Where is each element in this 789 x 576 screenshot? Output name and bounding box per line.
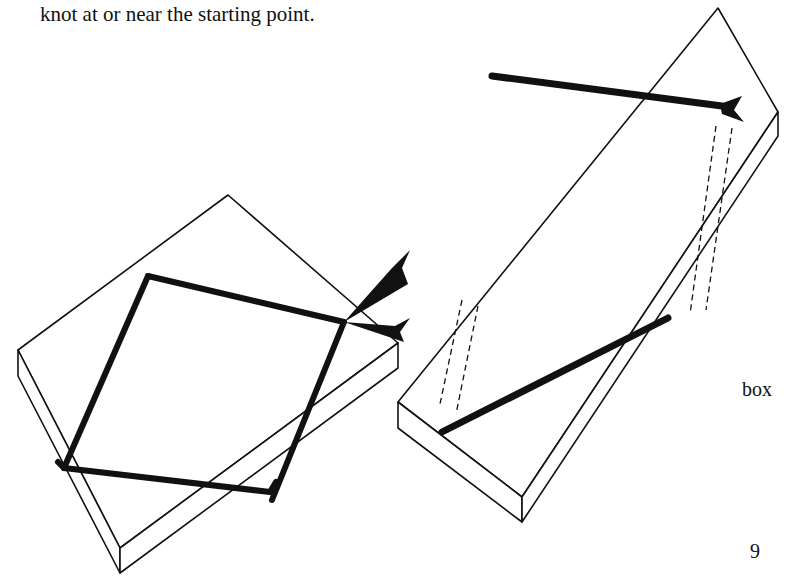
right-box-front (522, 112, 778, 522)
ribbon-tail (344, 318, 410, 342)
page-number: 9 (750, 540, 760, 563)
hidden-ribbon (440, 126, 732, 414)
left-box-front (120, 343, 398, 573)
left-ribbon (58, 276, 344, 500)
caption-text: knot at or near the starting point. (40, 2, 315, 27)
label-text: box (742, 378, 772, 401)
ribbon-tail (344, 250, 410, 322)
ribbon-tail (720, 96, 744, 122)
right-ribbon (442, 76, 722, 432)
